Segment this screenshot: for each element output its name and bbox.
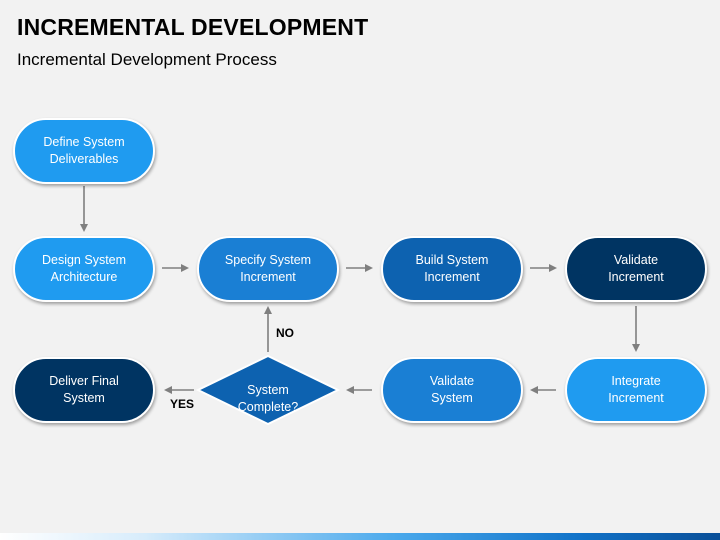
node-specify-system-increment: Specify System Increment xyxy=(197,236,339,302)
node-validate-system: Validate System xyxy=(381,357,523,423)
node-build-system-increment: Build System Increment xyxy=(381,236,523,302)
node-design-system-architecture: Design System Architecture xyxy=(13,236,155,302)
node-label: Design System Architecture xyxy=(41,253,127,284)
bottom-gradient-bar xyxy=(0,533,720,540)
node-label: Validate System xyxy=(429,374,475,405)
node-integrate-increment: Integrate Increment xyxy=(565,357,707,423)
node-deliver-final-system: Deliver Final System xyxy=(13,357,155,423)
edge-label-no: NO xyxy=(276,326,294,340)
decision-diamond xyxy=(195,354,341,426)
page-title: INCREMENTAL DEVELOPMENT xyxy=(17,14,369,40)
node-label: Build System Increment xyxy=(415,253,489,284)
page-subtitle: Incremental Development Process xyxy=(17,50,277,69)
node-label: Deliver Final System xyxy=(49,374,119,405)
node-label: Define System Deliverables xyxy=(43,135,125,166)
node-label: Specify System Increment xyxy=(224,253,312,284)
decision-text: System Complete? xyxy=(237,383,299,414)
decision-label: System Complete? xyxy=(198,366,338,432)
node-label: Validate Increment xyxy=(608,253,664,284)
node-label: Integrate Increment xyxy=(608,374,664,405)
edge-label-yes: YES xyxy=(170,397,195,411)
node-validate-increment: Validate Increment xyxy=(565,236,707,302)
node-define-system-deliverables: Define System Deliverables xyxy=(13,118,155,184)
